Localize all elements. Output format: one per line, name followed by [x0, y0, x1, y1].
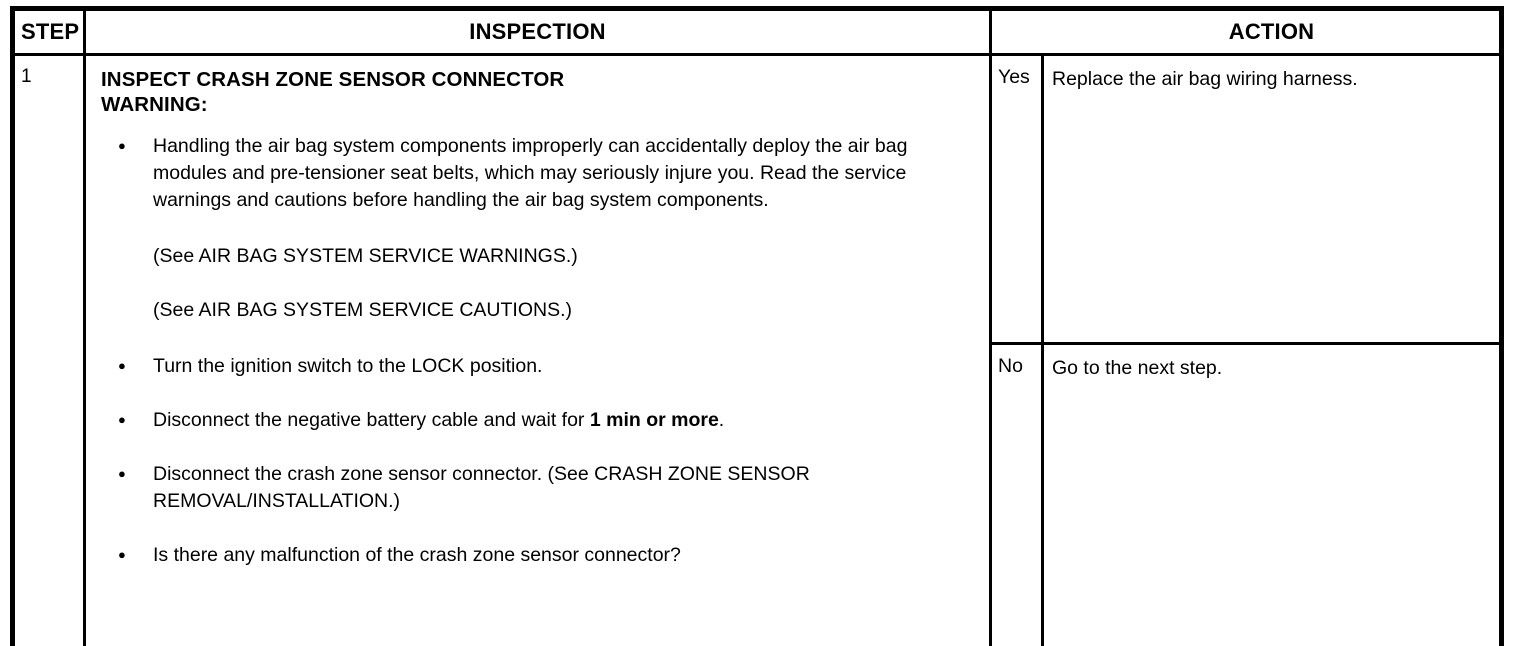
action-row-separator [989, 342, 1499, 345]
bullet-text: Handling the air bag system components i… [153, 135, 908, 211]
column-divider-step [83, 11, 86, 646]
inspection-bullet-list: Handling the air bag system components i… [101, 132, 979, 569]
bullet-text-before: Disconnect the negative battery cable an… [153, 409, 590, 431]
column-header-step: STEP [21, 19, 80, 44]
answer-no: No [998, 355, 1023, 377]
bullet-text: Is there any malfunction of the crash zo… [153, 544, 681, 566]
column-divider-inspection [989, 11, 992, 646]
service-manual-page: STEP INSPECTION ACTION 1 INSPECT CRASH Z… [0, 0, 1520, 632]
inspection-title: INSPECT CRASH ZONE SENSOR CONNECTOR [101, 68, 565, 91]
action-result-yes: Replace the air bag wiring harness. [1052, 68, 1358, 90]
bullet-item-warning: Handling the air bag system components i… [101, 132, 979, 214]
column-header-action: ACTION [1228, 19, 1315, 44]
bullet-text-after: . [718, 409, 725, 431]
bullet-item-battery: Disconnect the negative battery cable an… [101, 406, 979, 434]
column-header-inspection: INSPECTION [469, 19, 606, 44]
inspection-cell: INSPECT CRASH ZONE SENSOR CONNECTOR WARN… [86, 56, 989, 569]
answer-yes: Yes [998, 66, 1030, 88]
bullet-text: Turn the ignition switch to the LOCK pos… [153, 355, 543, 377]
step-number: 1 [21, 66, 32, 87]
column-divider-answer [1041, 53, 1044, 646]
bullet-item-ignition: Turn the ignition switch to the LOCK pos… [101, 352, 979, 380]
bullet-item-disconnect-connector: Disconnect the crash zone sensor connect… [101, 460, 979, 515]
action-result-no: Go to the next step. [1052, 357, 1223, 379]
warning-label: WARNING: [101, 93, 208, 116]
bullet-text-emphasis: 1 min or more [589, 409, 719, 431]
troubleshooting-table: STEP INSPECTION ACTION 1 INSPECT CRASH Z… [10, 6, 1504, 646]
bullet-item-question: Is there any malfunction of the crash zo… [101, 541, 979, 569]
header-separator [15, 53, 1499, 56]
reference-warnings: (See AIR BAG SYSTEM SERVICE WARNINGS.) [153, 245, 578, 267]
reference-cautions: (See AIR BAG SYSTEM SERVICE CAUTIONS.) [153, 299, 572, 321]
bullet-text: Disconnect the crash zone sensor connect… [153, 463, 810, 512]
